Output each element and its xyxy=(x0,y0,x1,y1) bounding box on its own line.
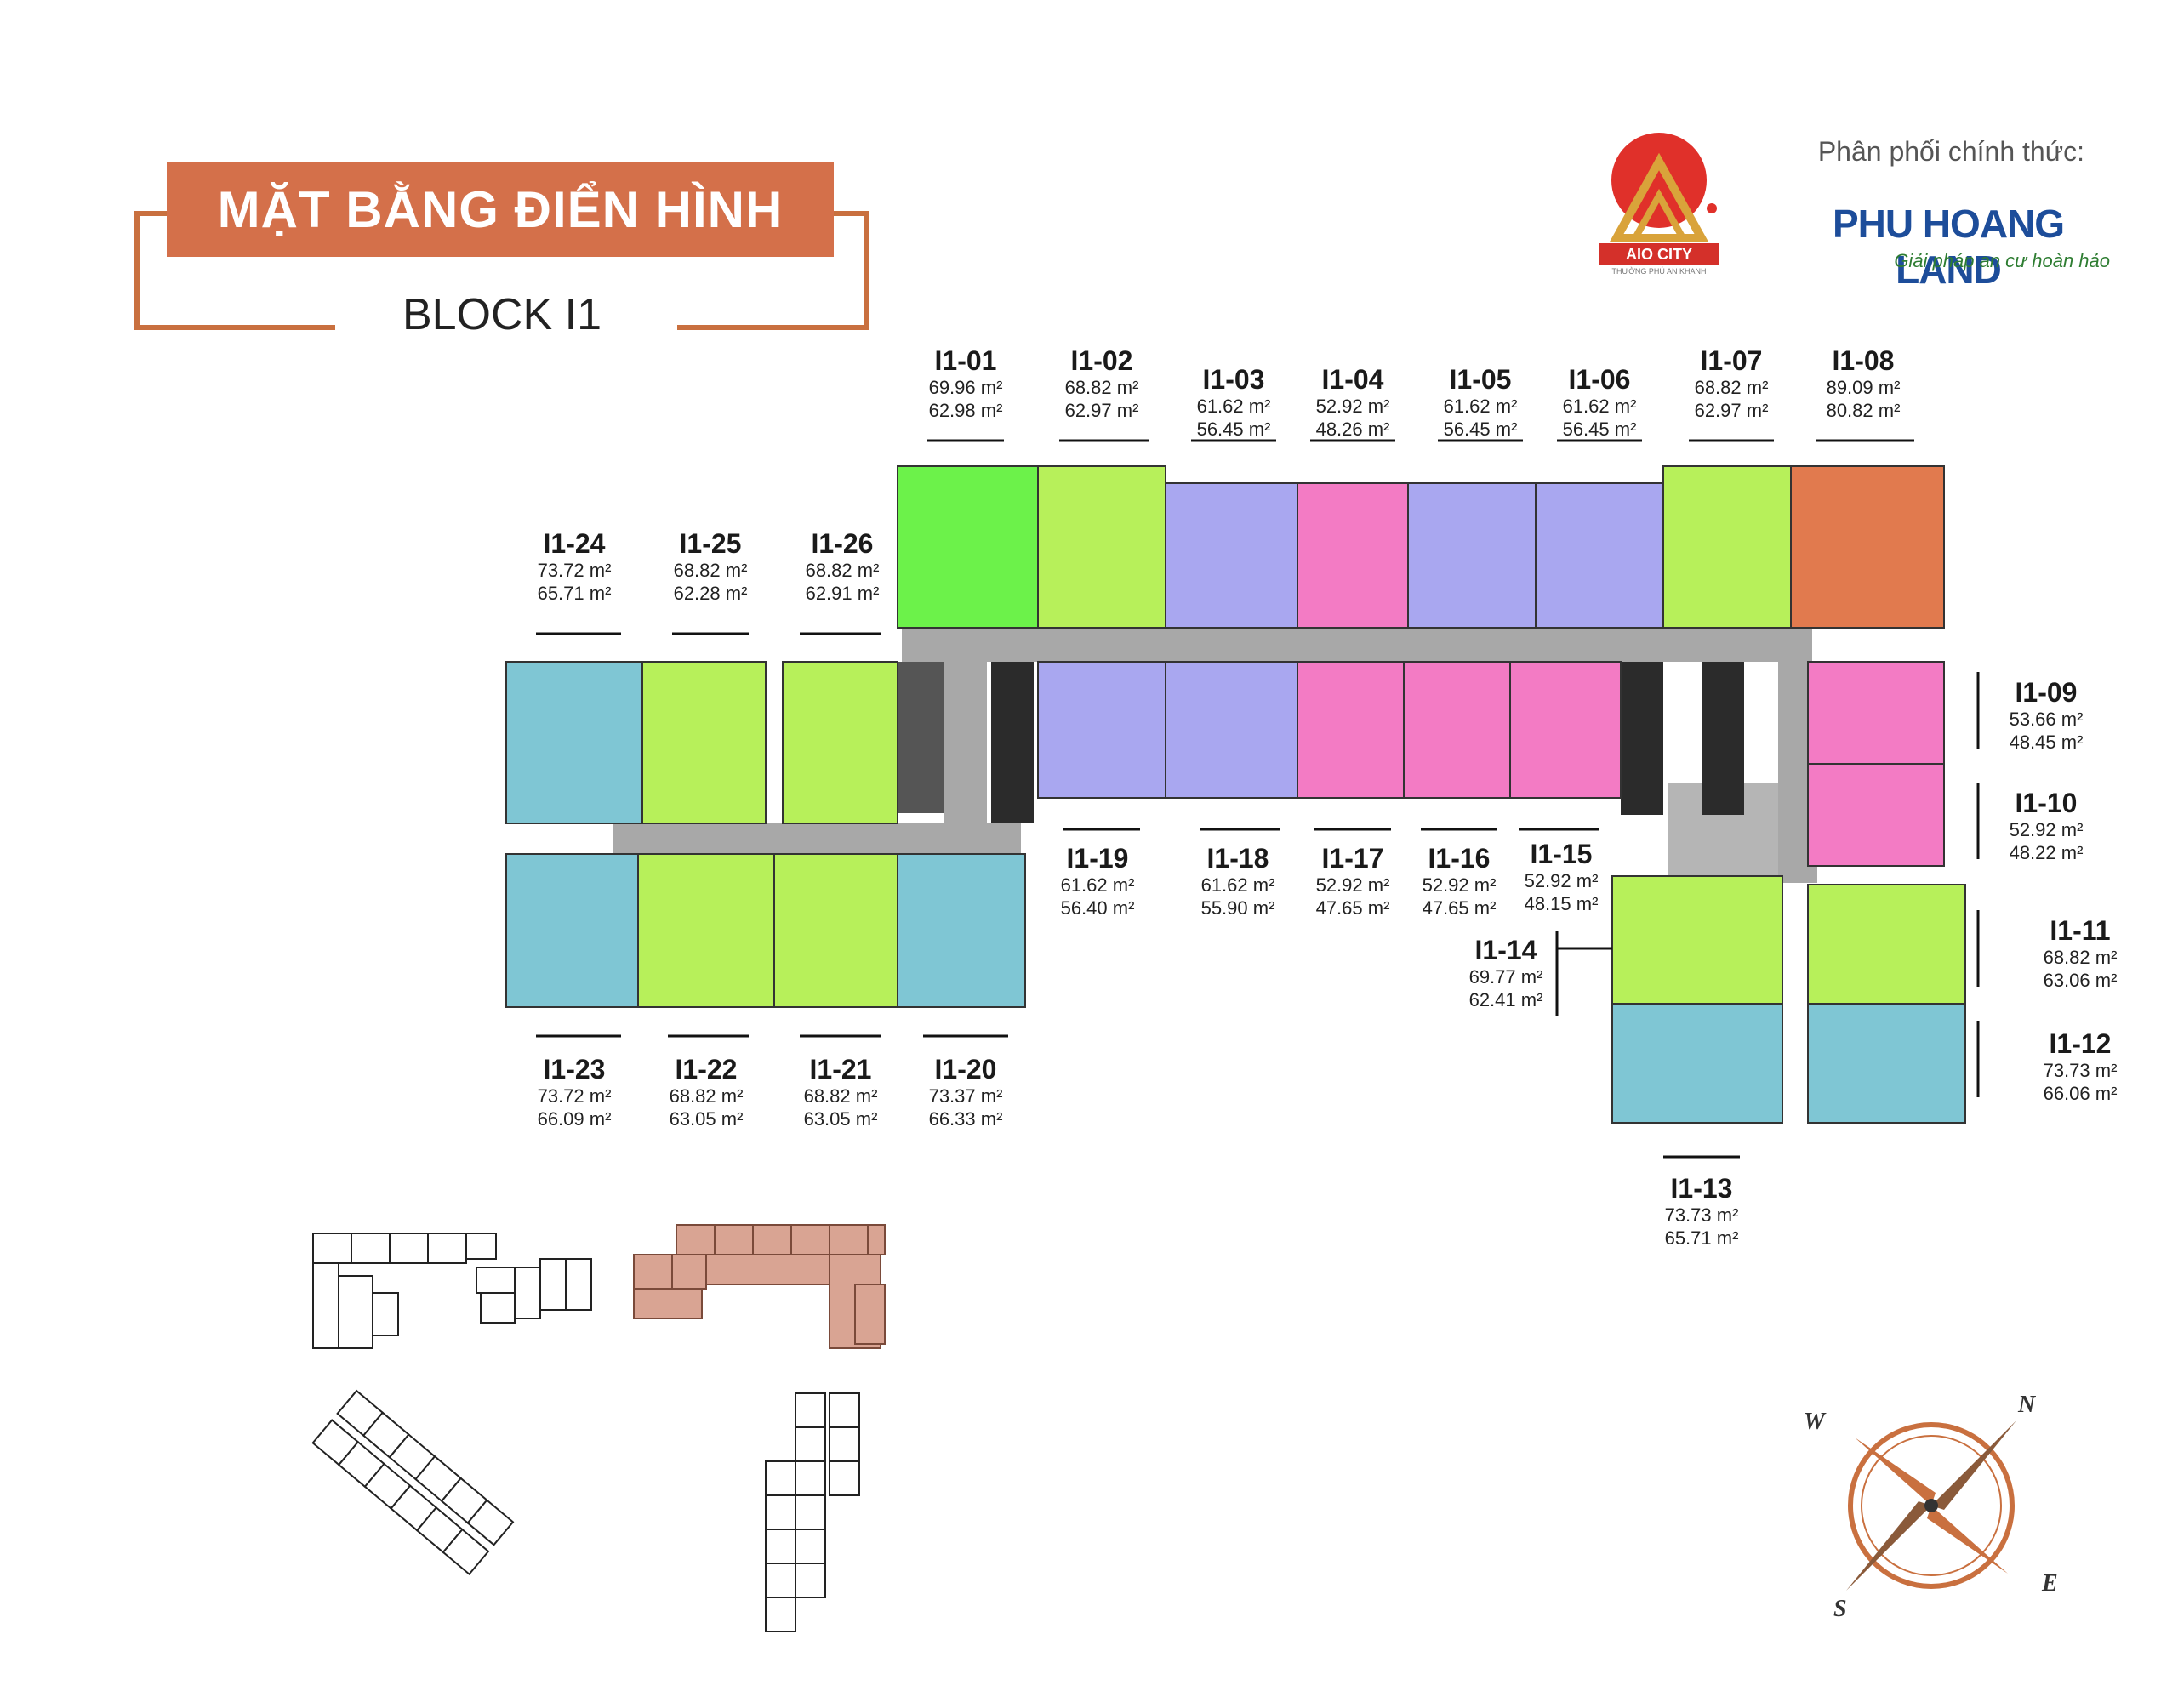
unit-i1-03 xyxy=(1165,482,1298,629)
unit-i1-15 xyxy=(1509,661,1622,799)
unit-i1-14 xyxy=(1611,875,1783,1005)
unit-i1-18 xyxy=(1165,661,1298,799)
unit-i1-21 xyxy=(773,853,898,1008)
unit-i1-05 xyxy=(1407,482,1537,629)
distributor-label: Phân phối chính thức: xyxy=(1817,136,2084,167)
aio-logo-text: AIO CITY xyxy=(1599,243,1719,265)
compass-rose-icon: N E S W xyxy=(1804,1392,2058,1622)
unit-i1-22 xyxy=(637,853,775,1008)
unit-i1-08 xyxy=(1790,465,1945,629)
corridor-west xyxy=(613,823,1021,854)
unit-i1-11 xyxy=(1807,884,1966,1005)
unit-i1-12 xyxy=(1807,1003,1966,1124)
unit-i1-24 xyxy=(505,661,643,824)
leader-lines xyxy=(536,439,1980,1159)
distributor-logo: PHU HOANG LAND xyxy=(1832,202,2065,292)
compass-w: W xyxy=(1804,1409,1827,1435)
unit-i1-02 xyxy=(1037,465,1166,629)
corridor-top xyxy=(902,628,1812,662)
elevator-core-1 xyxy=(991,662,1034,823)
compass-s: S xyxy=(1833,1596,1847,1622)
unit-i1-17 xyxy=(1297,661,1405,799)
corridor-left-connector xyxy=(944,662,987,840)
unit-i1-16 xyxy=(1403,661,1511,799)
stair-core-1 xyxy=(898,662,944,813)
keyplan-block-h xyxy=(312,1233,592,1349)
unit-i1-20 xyxy=(897,853,1026,1008)
unit-i1-09 xyxy=(1807,661,1945,765)
unit-i1-04 xyxy=(1297,482,1409,629)
compass-n: N xyxy=(2017,1392,2037,1418)
unit-i1-06 xyxy=(1535,482,1664,629)
elevator-core-2 xyxy=(1621,662,1663,815)
unit-i1-10 xyxy=(1807,763,1945,867)
keyplan-block-diagonal xyxy=(311,1389,515,1576)
elevator-core-3 xyxy=(1702,662,1744,815)
block-subtitle: BLOCK I1 xyxy=(402,290,602,339)
unit-i1-07 xyxy=(1662,465,1792,629)
unit-i1-13 xyxy=(1611,1003,1783,1124)
unit-i1-25 xyxy=(641,661,767,824)
unit-i1-23 xyxy=(505,853,639,1008)
unit-i1-26 xyxy=(782,661,898,824)
compass-e: E xyxy=(2041,1570,2058,1597)
unit-i1-19 xyxy=(1037,661,1166,799)
page-title: MẶT BẰNG ĐIỂN HÌNH xyxy=(167,162,834,257)
keyplan-block-vertical xyxy=(765,1392,860,1632)
distributor-tagline: Giải pháp an cư hoàn hảo xyxy=(1894,250,2110,271)
keyplan-block-i1-highlight xyxy=(633,1224,886,1349)
aio-logo-subtext: THƯỜNG PHÚ AN KHANH xyxy=(1611,267,1707,276)
unit-i1-01 xyxy=(897,465,1039,629)
aio-city-logo xyxy=(1609,133,1717,242)
